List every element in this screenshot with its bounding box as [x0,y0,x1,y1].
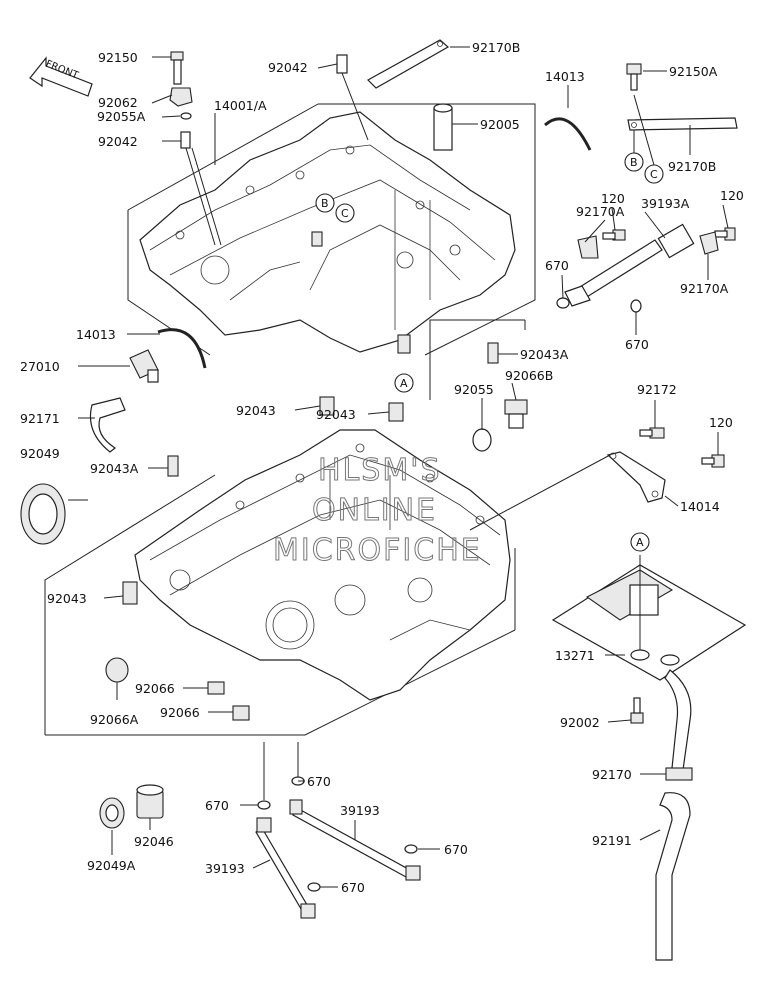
part-label: 670 [307,774,331,789]
part-label: 92171 [20,411,60,426]
part-label: 14013 [545,69,585,84]
upper-right-parts [544,63,738,313]
part-label: 670 [341,880,365,895]
part-label: 92002 [560,715,600,730]
part-label: 92150 [98,50,138,65]
part-label: 92170A [576,204,625,219]
part-label: 92066 [160,705,200,720]
part-label: 92043 [47,591,87,606]
part-label: 92150A [669,64,718,79]
upper-crankcase [139,111,516,354]
part-label: 92066A [90,712,139,727]
part-label: 14001/A [214,98,267,113]
watermark: HLSM'S ONLINE MICROFICHE [273,453,482,569]
part-labels: 92150 92062 92055A 92042 14001/A 92042 9… [20,40,744,895]
svg-text:A: A [636,536,644,549]
upper-left-parts [169,39,453,246]
part-label: 92062 [98,95,138,110]
part-label: 120 [720,188,744,203]
svg-text:C: C [650,168,658,181]
callout-bubbles: B C A B C A [315,94,664,552]
part-label: 92066 [135,681,175,696]
lower-crankcase [134,429,511,701]
part-label: 92046 [134,834,174,849]
part-label: 120 [709,415,733,430]
part-label: 670 [545,258,569,273]
svg-text:B: B [630,156,638,169]
part-label: 92170B [668,159,716,174]
part-label: 92042 [98,134,138,149]
part-label: 92049A [87,858,136,873]
part-label: 92172 [637,382,677,397]
part-label: 92170A [680,281,729,296]
front-arrow: FRONT [29,56,93,97]
svg-text:A: A [400,377,408,390]
svg-text:B: B [321,197,329,210]
part-label: 92042 [268,60,308,75]
part-label: 14013 [76,327,116,342]
watermark-line-2: ONLINE [312,493,437,528]
watermark-line-3: MICROFICHE [273,533,482,568]
watermark-line-1: HLSM'S [318,453,442,488]
part-label: 92170B [472,40,520,55]
part-label: 92043 [236,403,276,418]
leader-lines [68,46,729,888]
lower-left-parts [99,581,250,829]
part-label: 39193 [340,803,380,818]
lower-pipes [255,742,421,919]
part-label: 92066B [505,368,553,383]
part-label: 92043A [90,461,139,476]
part-label: 92170 [592,767,632,782]
part-label: 670 [625,337,649,352]
part-label: 27010 [20,359,60,374]
assembly-frames [44,103,536,736]
part-label: 92043 [316,407,356,422]
part-label: 39193 [205,861,245,876]
part-label: 39193A [641,196,690,211]
middle-right-parts [319,342,725,531]
svg-text:C: C [341,207,349,220]
part-label: 670 [205,798,229,813]
part-label: 670 [444,842,468,857]
strainer-assembly [551,555,747,961]
part-label: 120 [601,191,625,206]
part-label: 14014 [680,499,720,514]
middle-left-parts [20,328,207,545]
part-label: 92191 [592,833,632,848]
part-label: 92049 [20,446,60,461]
part-label: 13271 [555,648,595,663]
part-label: 92055A [97,109,146,124]
part-label: 92005 [480,117,520,132]
part-label: 92043A [520,347,569,362]
part-label: 92055 [454,382,494,397]
